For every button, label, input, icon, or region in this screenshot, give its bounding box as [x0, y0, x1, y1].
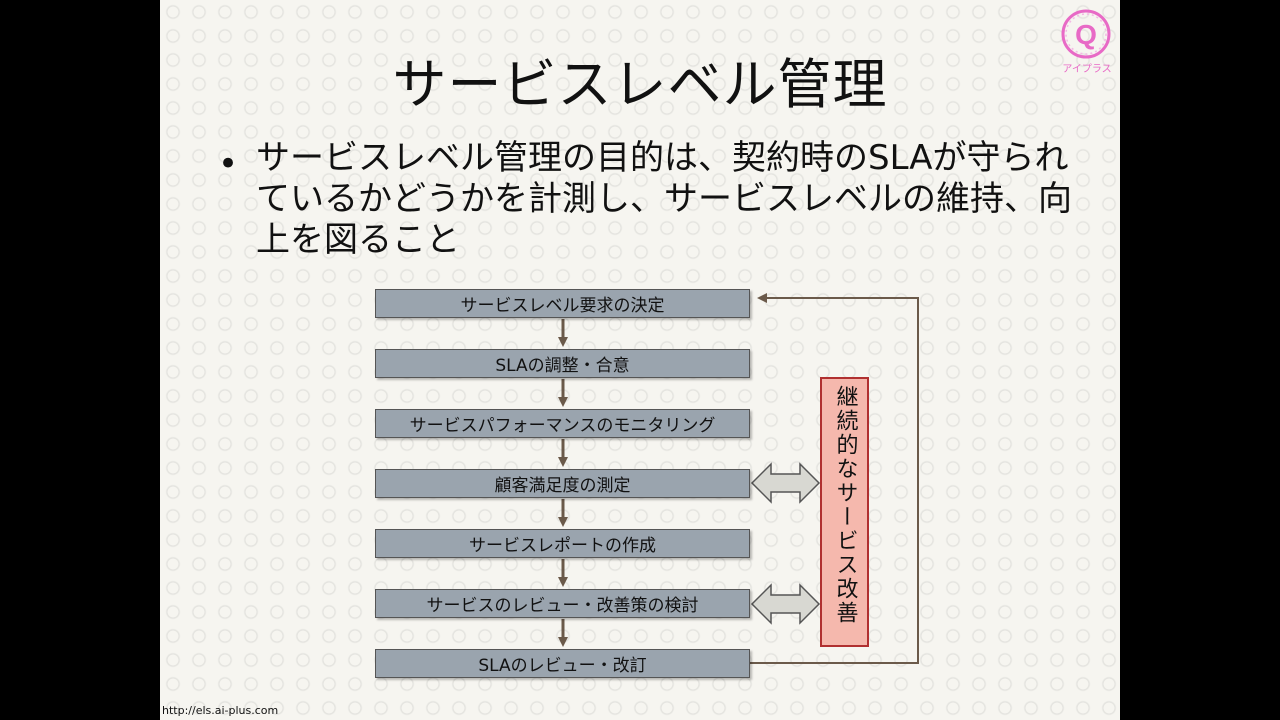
- aiplus-logo-icon: Q: [1061, 9, 1111, 59]
- flow-step-2: SLAの調整・合意: [375, 349, 750, 378]
- continuous-improvement-box: 継続的なサービス改善: [820, 377, 869, 647]
- flow-step-6: サービスのレビュー・改善策の検討: [375, 589, 750, 618]
- bullet-text: サービスレベル管理の目的は、契約時のSLAが守られているかどうかを計測し、サービ…: [256, 138, 1072, 260]
- flow-connectors: [558, 293, 919, 664]
- logo-letter: Q: [1075, 19, 1097, 50]
- flow-step-7: SLAのレビュー・改訂: [375, 649, 750, 678]
- flow-step-3: サービスパフォーマンスのモニタリング: [375, 409, 750, 438]
- flow-step-1: サービスレベル要求の決定: [375, 289, 750, 318]
- double-arrow-review: [750, 583, 821, 625]
- flow-step-4: 顧客満足度の測定: [375, 469, 750, 498]
- logo-text: アイプラス: [1062, 64, 1112, 75]
- bullet-marker: •: [218, 144, 239, 184]
- footer-url: http://els.ai-plus.com: [162, 704, 279, 717]
- slide-title: サービスレベル管理: [392, 53, 888, 116]
- continuous-improvement-label: 継続的なサービス改善: [832, 385, 858, 625]
- double-arrow-satisfaction: [750, 462, 821, 504]
- flow-step-5: サービスレポートの作成: [375, 529, 750, 558]
- slide: サービスレベル管理 • サービスレベル管理の目的は、契約時のSLAが守られている…: [160, 0, 1120, 720]
- feedback-loop-arrow: [750, 293, 919, 664]
